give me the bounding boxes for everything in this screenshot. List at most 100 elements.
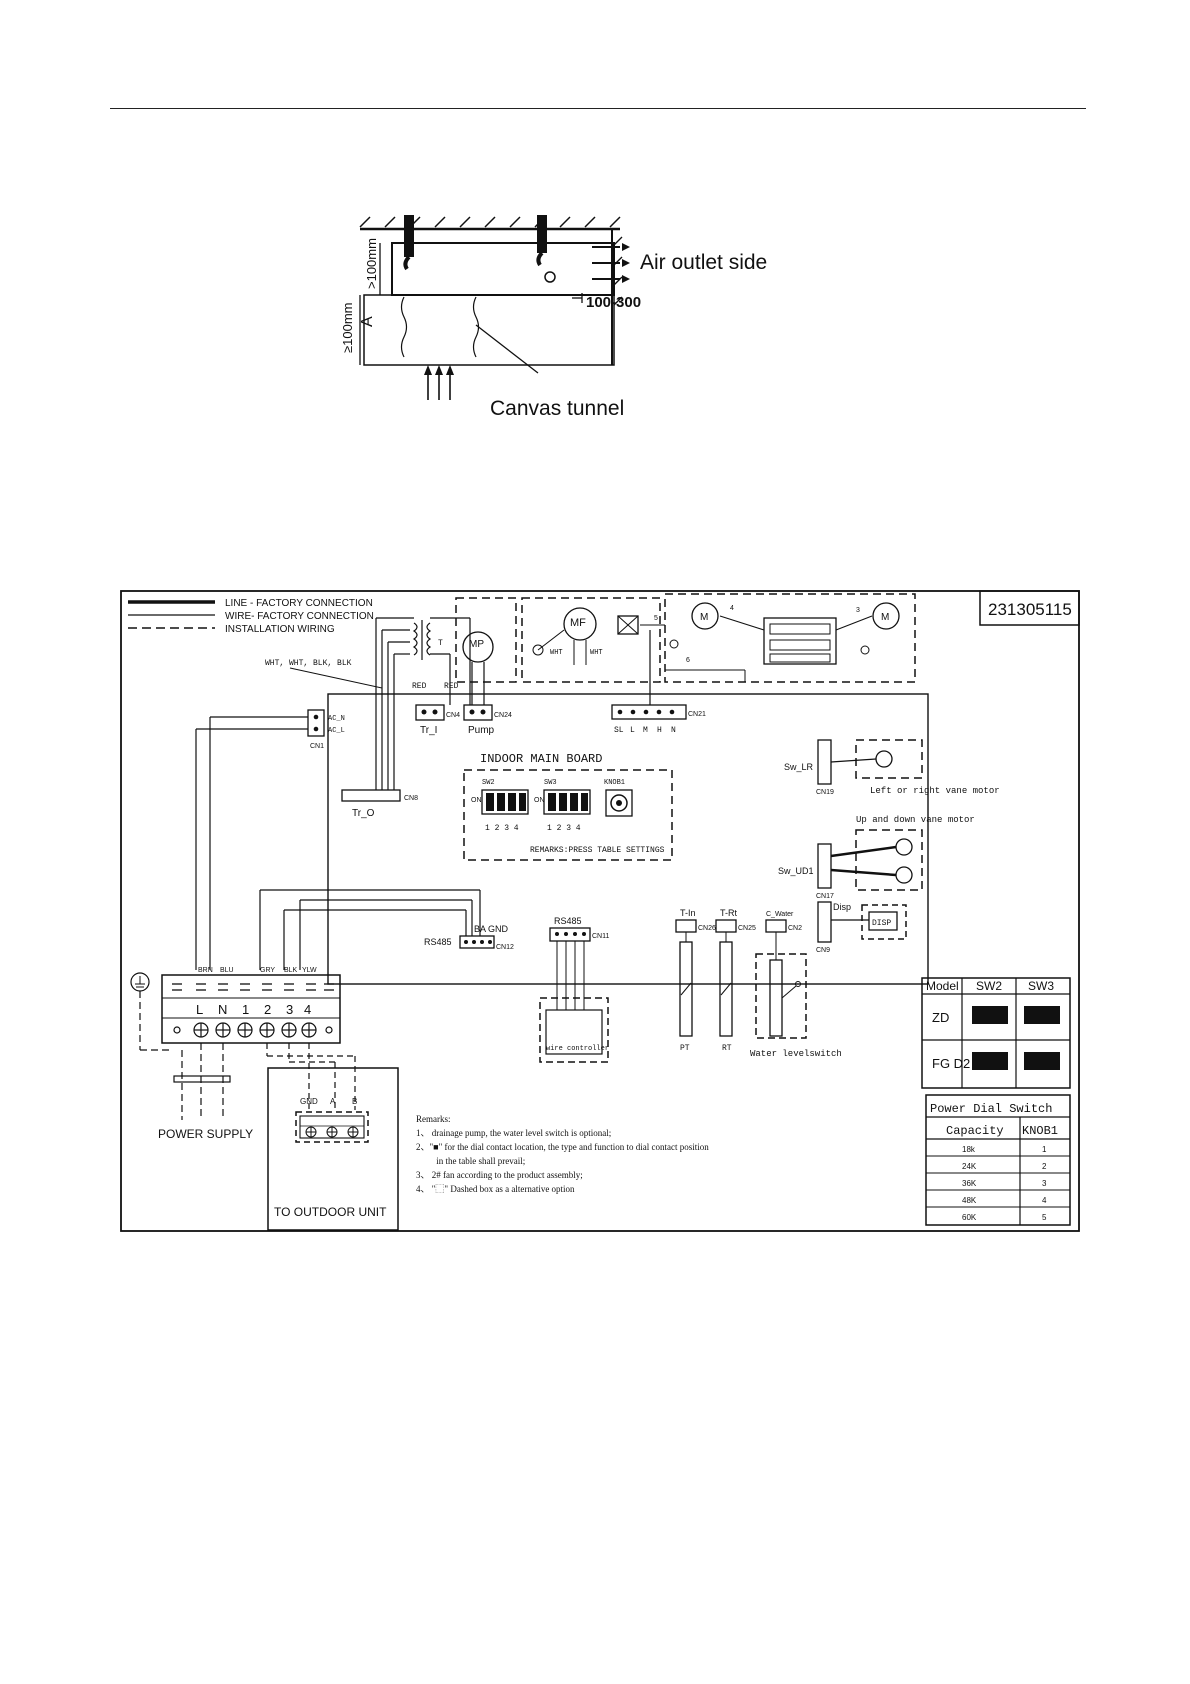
term-b-label: B xyxy=(352,1097,357,1106)
term-a-label: A xyxy=(330,1097,336,1106)
term-color-blk: BLK xyxy=(284,967,298,974)
cn17-label: CN17 xyxy=(816,893,834,900)
t-label: T xyxy=(438,639,443,648)
term-label-4: 4 xyxy=(304,1002,311,1017)
knob-2: 2 xyxy=(1042,1162,1047,1171)
outdoor-label: TO OUTDOOR UNIT xyxy=(274,1205,387,1219)
remarks-line-1: 1、 drainage pump, the water level switch… xyxy=(416,1128,611,1138)
remarks-line-0: Remarks: xyxy=(416,1114,451,1124)
power-supply-label: POWER SUPPLY xyxy=(158,1127,253,1141)
mf-label: MF xyxy=(570,617,586,629)
sw-ud1-label: Sw_UD1 xyxy=(778,866,814,876)
pt-label: PT xyxy=(680,1044,690,1053)
ba-gnd-label: BA GND xyxy=(474,924,509,934)
term-color-blu: BLU xyxy=(220,967,234,974)
model-zd: ZD xyxy=(932,1010,949,1025)
sw2-label: SW2 xyxy=(482,779,495,787)
term-color-gry: GRY xyxy=(260,967,275,974)
model-fg-d2: FG D2 xyxy=(932,1056,970,1071)
capacity-header: Capacity xyxy=(946,1124,1004,1138)
power-dial-title: Power Dial Switch xyxy=(930,1102,1052,1116)
on-label-2: ON xyxy=(534,797,545,804)
air-outlet-label: Air outlet side xyxy=(640,251,767,274)
cn26-label: CN26 xyxy=(698,925,716,932)
dim-gt-100: >100mm xyxy=(364,238,379,289)
cap-18k: 18k xyxy=(962,1145,976,1154)
speed-n: N xyxy=(671,726,676,735)
cn9-label: CN9 xyxy=(816,947,830,954)
on-label-1: ON xyxy=(471,797,482,804)
num-4: 4 xyxy=(730,605,734,612)
water-switch-label: Water levelswitch xyxy=(750,1049,842,1059)
m-right-label: M xyxy=(881,612,889,623)
gnd-label: GND xyxy=(300,1097,318,1106)
model-table: Model SW2 SW3 ZD FG D2 xyxy=(921,977,1071,1089)
remarks-line-4: 3、 2# fan according to the product assem… xyxy=(416,1170,583,1180)
knob1-label: KNOB1 xyxy=(604,779,625,787)
tr-o-label: Tr_O xyxy=(352,808,375,819)
cn19-label: CN19 xyxy=(816,789,834,796)
rs485-a-label: RS485 xyxy=(424,937,452,947)
pump-label: Pump xyxy=(468,725,495,736)
red-label-1: RED xyxy=(412,682,427,691)
ac-n-label: AC_N xyxy=(328,715,345,723)
sw3-digits: 1 2 3 4 xyxy=(547,824,581,833)
cn4-label: CN4 xyxy=(446,712,460,719)
knob-5: 5 xyxy=(1042,1213,1047,1222)
speed-l: L xyxy=(630,726,635,735)
c-water-label: C_Water xyxy=(766,911,794,918)
knob-4: 4 xyxy=(1042,1196,1047,1205)
sw3-header: SW3 xyxy=(1028,979,1054,993)
knob-1: 1 xyxy=(1042,1145,1047,1154)
knob1-header: KNOB1 xyxy=(1022,1124,1058,1138)
cn2-label: CN2 xyxy=(788,925,802,932)
sw2-switch xyxy=(481,789,529,815)
term-color-brn: BRN xyxy=(198,967,213,974)
rt-label: RT xyxy=(722,1044,732,1053)
speed-m: M xyxy=(643,726,648,735)
knob1-dial xyxy=(605,789,633,817)
cap-36k: 36K xyxy=(962,1179,977,1188)
wire-colors-label: WHT, WHT, BLK, BLK xyxy=(265,659,352,668)
term-label-n: N xyxy=(218,1002,227,1017)
term-color-ylw: YLW xyxy=(302,967,317,974)
installation-diagram: Air outlet side Canvas tunnel 100-300 >1… xyxy=(340,215,767,420)
remarks-line-2: 2、"■" for the dial contact location, the… xyxy=(416,1142,709,1152)
dim-a: A xyxy=(359,316,376,327)
disp-box-label: DISP xyxy=(872,919,891,928)
ud-motor-label: Up and down vane motor xyxy=(856,815,975,825)
rs485-b-label: RS485 xyxy=(554,916,582,926)
cn25-label: CN25 xyxy=(738,925,756,932)
remarks-line-3: in the table shall prevail; xyxy=(416,1156,525,1166)
num-6: 6 xyxy=(686,657,690,664)
sw3-switch xyxy=(543,789,591,815)
num-5: 5 xyxy=(654,615,658,622)
term-label-3: 3 xyxy=(286,1002,293,1017)
wht-label-1: WHT xyxy=(550,649,563,657)
term-label-l: L xyxy=(196,1002,203,1017)
wht-label-2: WHT xyxy=(590,649,603,657)
sw3-label: SW3 xyxy=(544,779,557,787)
remarks-press: REMARKS:PRESS TABLE SETTINGS xyxy=(530,846,665,855)
t-in-label: T-In xyxy=(680,908,696,918)
doc-number: 231305115 xyxy=(988,600,1072,619)
legend-install: INSTALLATION WIRING xyxy=(225,624,335,635)
canvas-tunnel-label: Canvas tunnel xyxy=(490,397,624,420)
remarks-line-5: 4、 "⬚" Dashed box as a alternative optio… xyxy=(416,1184,575,1194)
m-left-label: M xyxy=(700,612,708,623)
model-header: Model xyxy=(926,979,959,993)
sw2-header: SW2 xyxy=(976,979,1002,993)
board-title: INDOOR MAIN BOARD xyxy=(480,752,602,766)
term-label-2: 2 xyxy=(264,1002,271,1017)
cn1-label: CN1 xyxy=(310,743,324,750)
legend-wire: WIRE- FACTORY CONNECTION xyxy=(225,611,374,622)
header-rule xyxy=(110,108,1086,109)
legend-line: LINE - FACTORY CONNECTION xyxy=(225,598,373,609)
term-label-1: 1 xyxy=(242,1002,249,1017)
cn24-label: CN24 xyxy=(494,712,512,719)
knob-3: 3 xyxy=(1042,1179,1047,1188)
t-rt-label: T-Rt xyxy=(720,908,737,918)
wire-controller-label: wire controller xyxy=(546,1045,609,1053)
num-3: 3 xyxy=(856,607,860,614)
disp-label: Disp xyxy=(833,902,851,912)
